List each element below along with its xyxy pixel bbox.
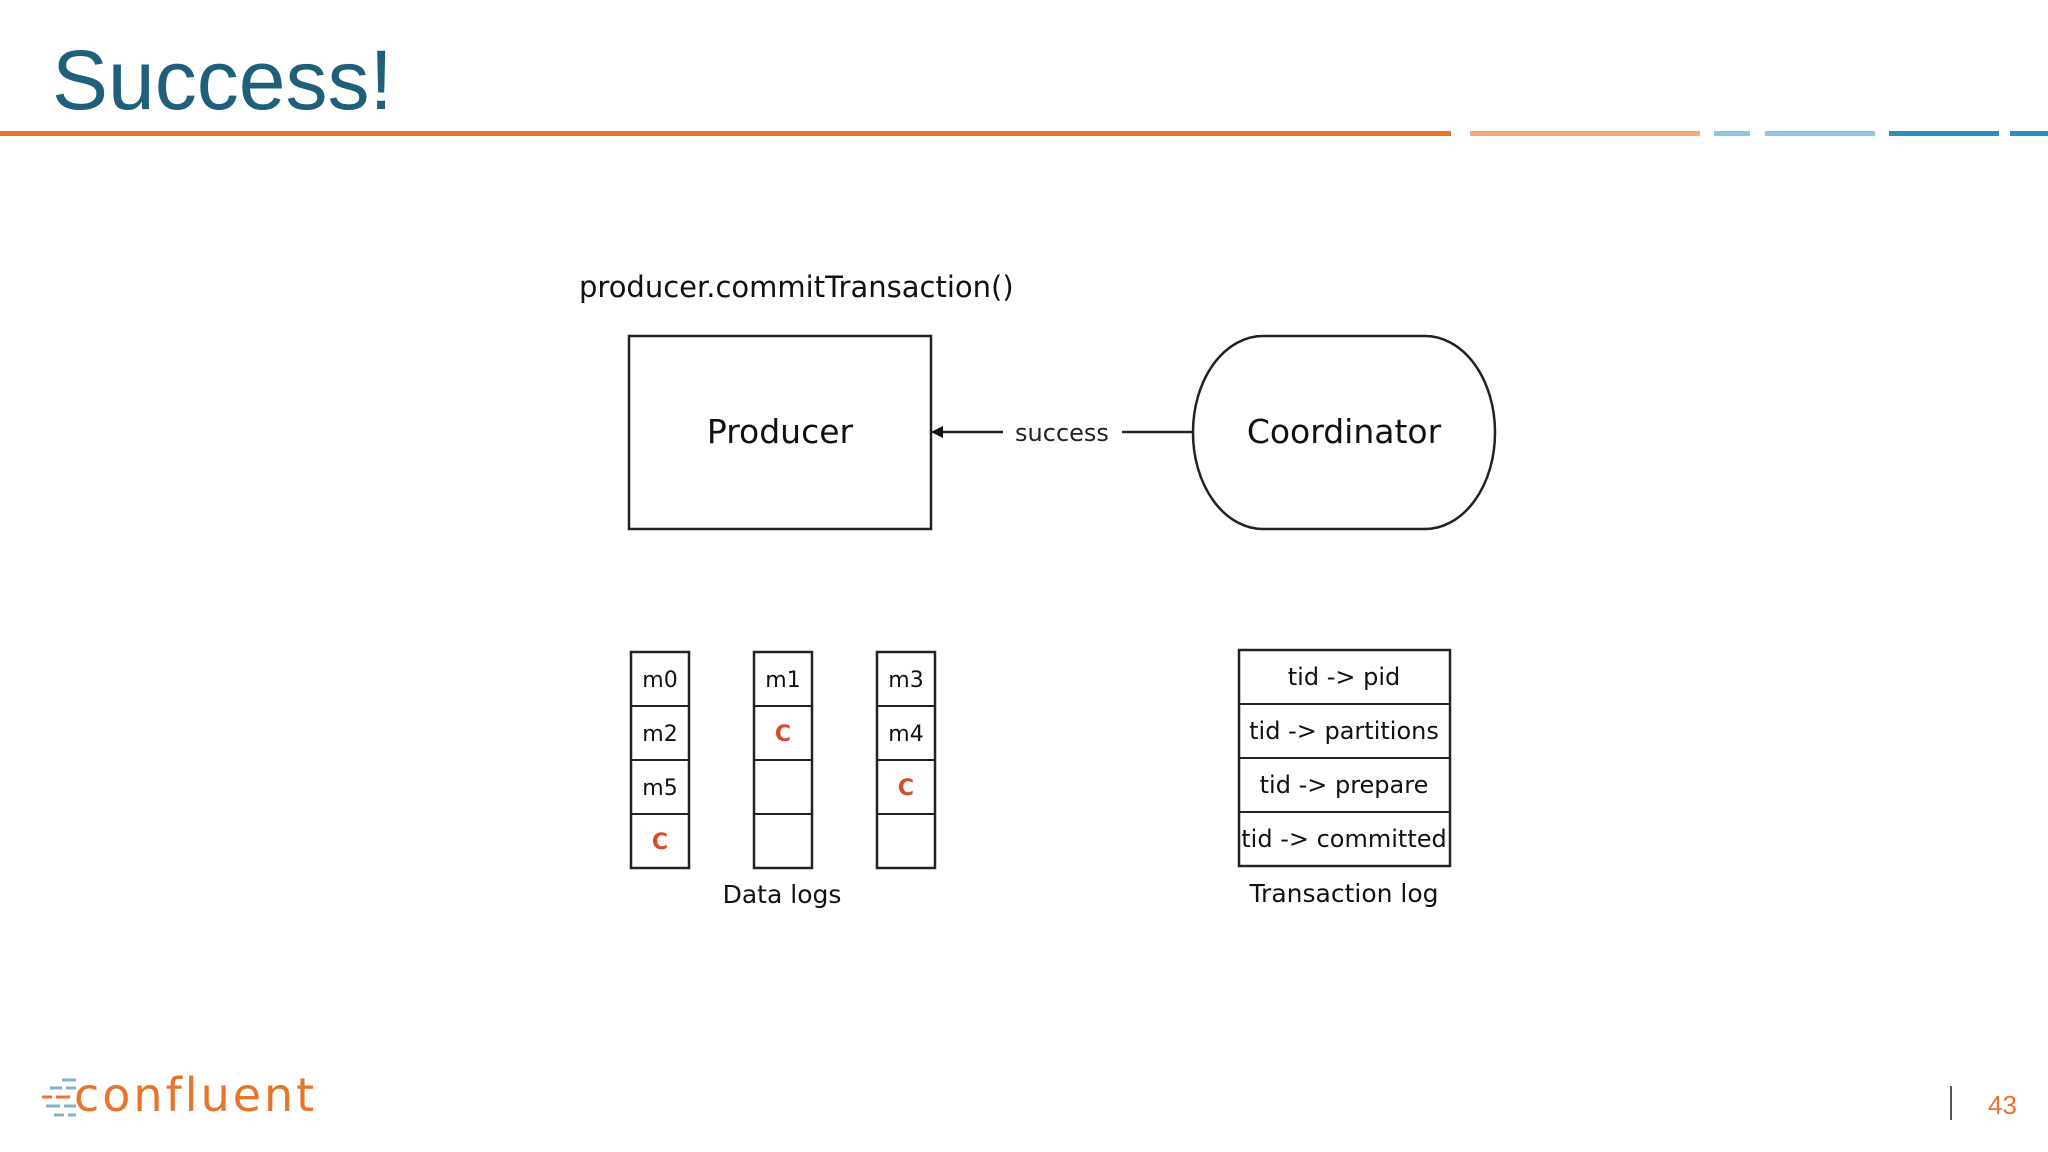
confluent-logo-text: confluent (74, 1068, 318, 1122)
header-rule-orange (0, 131, 1451, 136)
page-number-separator (1950, 1086, 1952, 1120)
producer-box: Producer (627, 334, 933, 531)
transaction-log-entry: tid -> partitions (1249, 717, 1439, 745)
transaction-log-entry: tid -> prepare (1260, 771, 1429, 799)
success-label: success (1015, 419, 1109, 447)
page-number: 43 (1988, 1090, 2017, 1120)
confluent-mark-icon (42, 1078, 76, 1117)
producer-label: Producer (707, 412, 854, 451)
slide-title: Success! (52, 33, 393, 127)
data-logs-caption: Data logs (723, 880, 842, 909)
data-log-cell: m3 (888, 668, 923, 693)
data-log-cell: m1 (765, 668, 800, 693)
transaction-log: tid -> pid tid -> partitions tid -> prep… (1237, 648, 1452, 868)
data-log-cell: m5 (642, 776, 677, 801)
header-rule-light-orange (1470, 131, 1700, 136)
commit-marker: C (652, 830, 668, 855)
transaction-log-entry: tid -> pid (1288, 663, 1400, 691)
header-rule-blue (1889, 131, 1999, 136)
data-log-cell: m4 (888, 722, 923, 747)
transaction-log-caption: Transaction log (1248, 879, 1438, 908)
confluent-logo: confluent (40, 1068, 320, 1132)
data-log-2: m1 C (752, 650, 814, 870)
data-log-cell: m0 (642, 668, 677, 693)
coordinator-node: Coordinator (1191, 334, 1497, 531)
header-rule-blue-short (2010, 131, 2048, 136)
data-log-3: m3 m4 C (875, 650, 937, 870)
commit-marker: C (898, 776, 914, 801)
success-arrow: success (931, 419, 1193, 447)
data-log-1: m0 m2 m5 C (629, 650, 691, 870)
header-rule-light-blue-short (1714, 131, 1750, 136)
transaction-log-entry: tid -> committed (1241, 825, 1446, 853)
data-log-cell: m2 (642, 722, 677, 747)
header-rule-light-blue (1765, 131, 1875, 136)
coordinator-label: Coordinator (1247, 412, 1442, 451)
commit-call-label: producer.commitTransaction() (579, 270, 1014, 304)
commit-marker: C (775, 722, 791, 747)
